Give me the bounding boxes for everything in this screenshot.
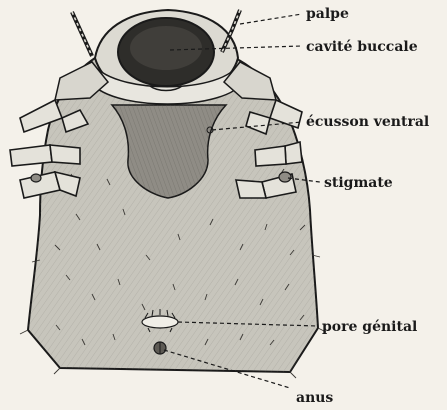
right-spiracle — [279, 172, 291, 182]
left-spiracle — [31, 174, 41, 182]
left-legs — [10, 100, 88, 198]
anus — [154, 342, 166, 354]
label-stigmate: stigmate — [324, 175, 393, 191]
leader-palpe — [240, 14, 302, 24]
label-palpe: palpe — [306, 6, 349, 22]
label-ecusson-ventral: écusson ventral — [306, 114, 429, 130]
label-anus: anus — [296, 390, 333, 406]
label-cavite-buccale: cavité buccale — [306, 39, 418, 55]
label-pore-genital: pore génital — [322, 319, 417, 335]
